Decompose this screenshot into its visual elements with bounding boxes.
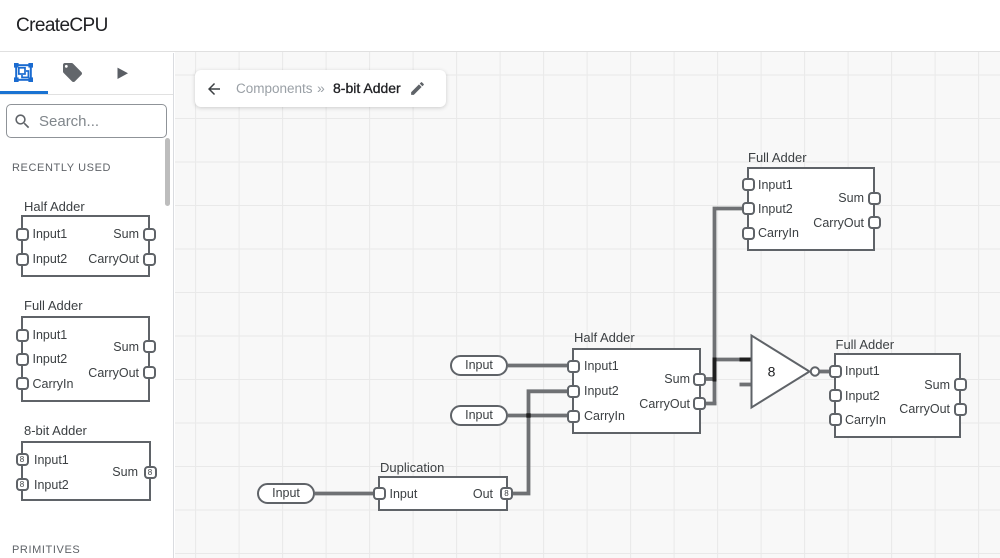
svg-text:8: 8 bbox=[768, 364, 776, 380]
